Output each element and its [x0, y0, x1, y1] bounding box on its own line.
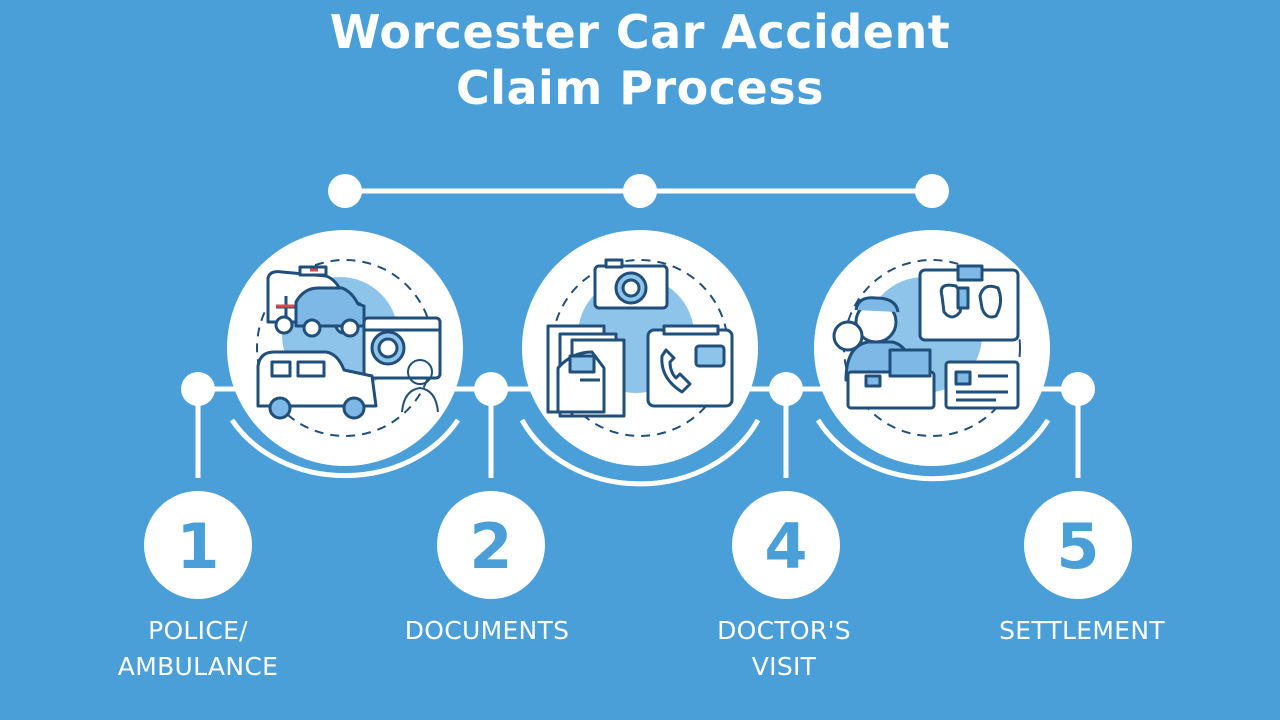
connector-node — [915, 174, 949, 208]
connector-node — [623, 174, 657, 208]
diagram-title: Worcester Car Accident Claim Process — [0, 4, 1280, 116]
step-label-line: AMBULANCE — [117, 652, 279, 681]
step-label-line: DOCUMENTS — [404, 616, 570, 645]
top-connector — [328, 174, 949, 208]
step-number: 2 — [469, 510, 512, 583]
step-label-line: VISIT — [751, 652, 817, 681]
step-label-2: DOCUMENTS — [367, 613, 607, 649]
step-number: 4 — [764, 510, 807, 583]
doctor-patient-icon — [814, 230, 1051, 482]
step-badge-2: 2 — [437, 491, 545, 599]
step-label-line: SETTLEMENT — [999, 616, 1165, 645]
title-line-1: Worcester Car Accident — [329, 5, 951, 59]
step-label-1: POLICE/ AMBULANCE — [78, 613, 318, 685]
drop-line-step-4 — [769, 372, 803, 478]
step-label-4: DOCTOR'S VISIT — [664, 613, 904, 685]
step-badge-1: 1 — [144, 491, 252, 599]
drop-line-step-1 — [181, 372, 215, 478]
drop-line-step-5 — [1061, 372, 1095, 478]
connector-node — [328, 174, 362, 208]
step-badge-5: 5 — [1024, 491, 1132, 599]
step-label-5: SETTLEMENT — [962, 613, 1202, 649]
step-badge-4: 4 — [732, 491, 840, 599]
step-label-line: DOCTOR'S — [717, 616, 851, 645]
step-number: 1 — [176, 510, 219, 583]
drop-line-step-2 — [474, 372, 508, 478]
step-label-line: POLICE/ — [148, 616, 248, 645]
step-number: 5 — [1056, 510, 1099, 583]
title-line-2: Claim Process — [455, 61, 824, 115]
emergency-vehicles-icon — [227, 230, 463, 479]
documents-camera-phone-icon — [519, 230, 761, 487]
